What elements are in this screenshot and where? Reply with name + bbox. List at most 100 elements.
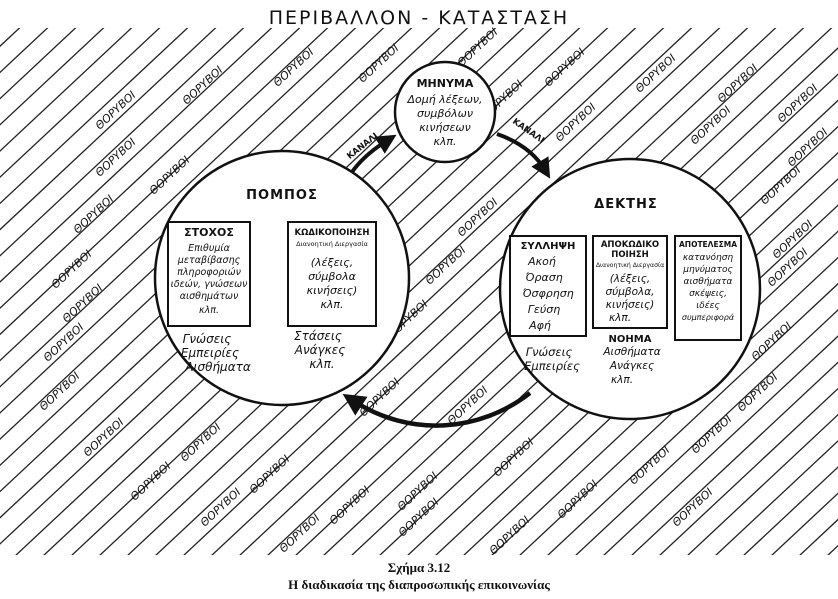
noise-label: ΘΟΡΥΒΟΙ	[49, 248, 95, 292]
noise-line	[0, 28, 133, 152]
caption-number: Σχήμα 3.12	[387, 560, 451, 575]
diagram-title: ΠΕΡΙΒΑΛΛΟΝ - ΚΑΤΑΣΤΑΣΗ	[269, 7, 569, 29]
noise-label: ΘΟΡΥΒΟΙ	[785, 126, 831, 170]
receiver-decoding-line-3: κινήσεις)	[606, 299, 654, 311]
sender-knowledge: Γνώσεις	[183, 332, 232, 346]
sender-node: ΠΟΜΠΟΣ ΣΤΟΧΟΣ Επιθυμία μεταβίβασης πληρο…	[153, 149, 411, 407]
receiver-result-line-3: αισθήματα	[684, 277, 733, 287]
noise-label: ΘΟΡΥΒΟΙ	[689, 413, 735, 457]
sender-goal-line-5: αισθημάτων	[180, 291, 239, 302]
noise-label: ΘΟΡΥΒΟΙ	[60, 282, 106, 326]
receiver-meaning-feelings: Αισθήματα	[602, 346, 660, 358]
noise-label: ΘΟΡΥΒΟΙ	[178, 421, 224, 465]
noise-label: ΘΟΡΥΒΟΙ	[271, 46, 317, 90]
noise-line	[659, 387, 838, 555]
sender-encoding-subtitle: Διανοητική Διεργασία	[296, 240, 368, 248]
receiver-decoding-title-1: ΑΠΟΚΩΔΙΚΟ	[601, 240, 659, 250]
receiver-decoding-line-4: κλπ.	[609, 312, 631, 324]
noise-line	[715, 440, 838, 555]
receiver-smell: Όσφρηση	[522, 287, 573, 300]
receiver-perception-box	[509, 235, 587, 337]
receiver-experience: Εμπειρίες	[524, 359, 580, 373]
sender-goal-line-2: μεταβίβασης	[177, 255, 241, 266]
receiver-perception-title: ΣΥΛΛΗΨΗ	[521, 241, 576, 252]
sender-feelings: Αισθήματα	[184, 360, 251, 374]
noise-line	[771, 492, 838, 555]
sender-encoding-line-4: κλπ.	[320, 298, 343, 311]
receiver-result-title: ΑΠΟΤΕΛΕΣΜΑ	[679, 240, 737, 249]
noise-line	[0, 28, 21, 48]
noise-line	[0, 28, 329, 336]
noise-line	[0, 28, 273, 283]
noise-label: ΘΟΡΥΒΟΙ	[670, 486, 716, 530]
message-title: ΜΗΝΥΜΑ	[417, 77, 474, 90]
receiver-meaning-needs: Ανάγκες	[609, 360, 654, 372]
noise-line	[0, 28, 161, 179]
noise-line	[0, 28, 357, 362]
sender-goal-title: ΣΤΟΧΟΣ	[184, 226, 234, 239]
sender-goal-line-6: κλπ.	[199, 305, 219, 316]
receiver-result-line-1: κατανόηση	[683, 252, 734, 263]
noise-label: ΘΟΡΥΒΟΙ	[37, 370, 83, 414]
noise-label: ΘΟΡΥΒΟΙ	[775, 82, 821, 126]
noise-label: ΘΟΡΥΒΟΙ	[555, 478, 601, 522]
arrow-message-to-receiver	[496, 132, 551, 179]
receiver-knowledge: Γνώσεις	[526, 345, 573, 359]
receiver-meaning-etc: κλπ.	[611, 374, 633, 386]
noise-label: ΘΟΡΥΒΟΙ	[715, 62, 761, 106]
receiver-result-line-4: σκέψεις,	[689, 288, 727, 299]
receiver-decoding-box	[592, 235, 668, 329]
sender-attitudes: Στάσεις	[294, 329, 342, 343]
noise-label: ΘΟΡΥΒΟΙ	[71, 193, 117, 237]
noise-label: ΘΟΡΥΒΟΙ	[198, 486, 244, 530]
sender-encoding-box	[287, 221, 377, 327]
noise-line	[547, 282, 838, 555]
caption-title: Η διαδικασία της διαπροσωπικής επικοινων…	[288, 577, 550, 592]
receiver-decoding-line-2: σύμβολα,	[605, 286, 654, 298]
noise-line	[687, 413, 838, 555]
message-line-1: Δομή λέξεων,	[406, 93, 482, 106]
noise-line	[183, 28, 749, 555]
arrow-receiver-to-sender	[342, 391, 532, 428]
sender-needs: Ανάγκες	[294, 343, 346, 357]
receiver-hearing: Ακοή	[527, 255, 556, 268]
sender-goal-line-4: ιδεών, γνώσεων	[171, 279, 248, 290]
sender-encoding-line-2: σύμβολα	[308, 270, 357, 283]
noise-label: ΘΟΡΥΒΟΙ	[147, 154, 193, 198]
sender-goal-line-3: πληροφοριών	[177, 267, 241, 278]
noise-line	[0, 28, 217, 231]
message-node: ΜΗΝΥΜΑ Δομή λέξεων, συμβόλων κινήσεων κλ…	[393, 60, 497, 164]
sender-encoding-line-1: (λέξεις,	[311, 256, 354, 269]
sender-goal-line-1: Επιθυμία	[188, 243, 231, 254]
noise-line	[0, 28, 189, 205]
noise-label: ΘΟΡΥΒΟΙ	[491, 436, 537, 480]
noise-label: ΘΟΡΥΒΟΙ	[735, 371, 781, 415]
noise-label: ΘΟΡΥΒΟΙ	[128, 460, 174, 504]
message-line-4: κλπ.	[433, 135, 456, 148]
sender-goal-box	[167, 221, 251, 327]
noise-line	[743, 466, 838, 555]
noise-label: ΘΟΡΥΒΟΙ	[423, 244, 469, 288]
noise-line	[631, 361, 838, 555]
sender-title: ΠΟΜΠΟΣ	[246, 188, 318, 203]
sender-encoding-line-3: κινήσεις)	[307, 284, 358, 297]
receiver-taste: Γεύση	[528, 303, 560, 316]
noise-line	[211, 28, 777, 555]
sender-etc: κλπ.	[309, 357, 334, 371]
sender-encoding-title: ΚΩΔΙΚΟΠΟΙΗΣΗ	[295, 228, 370, 238]
receiver-meaning-title: ΝΟΗΜΑ	[609, 334, 652, 345]
receiver-node: ΔΕΚΤΗΣ ΣΥΛΛΗΨΗ Ακοή Όραση Όσφρηση Γεύση …	[498, 157, 762, 421]
message-line-3: κινήσεων	[419, 121, 471, 134]
noise-label: ΘΟΡΥΒΟΙ	[81, 416, 127, 460]
noise-line	[0, 28, 245, 257]
receiver-decoding-title-2: ΠΟΙΗΣΗ	[611, 250, 649, 260]
noise-label: ΘΟΡΥΒΟΙ	[542, 46, 588, 90]
noise-line	[808, 20, 838, 599]
noise-label: ΘΟΡΥΒΟΙ	[247, 453, 293, 497]
noise-label: ΘΟΡΥΒΟΙ	[327, 484, 373, 528]
noise-line	[575, 309, 838, 555]
noise-line	[0, 28, 105, 126]
sender-experience: Εμπειρίες	[181, 346, 239, 360]
noise-label: ΘΟΡΥΒΟΙ	[553, 101, 599, 145]
